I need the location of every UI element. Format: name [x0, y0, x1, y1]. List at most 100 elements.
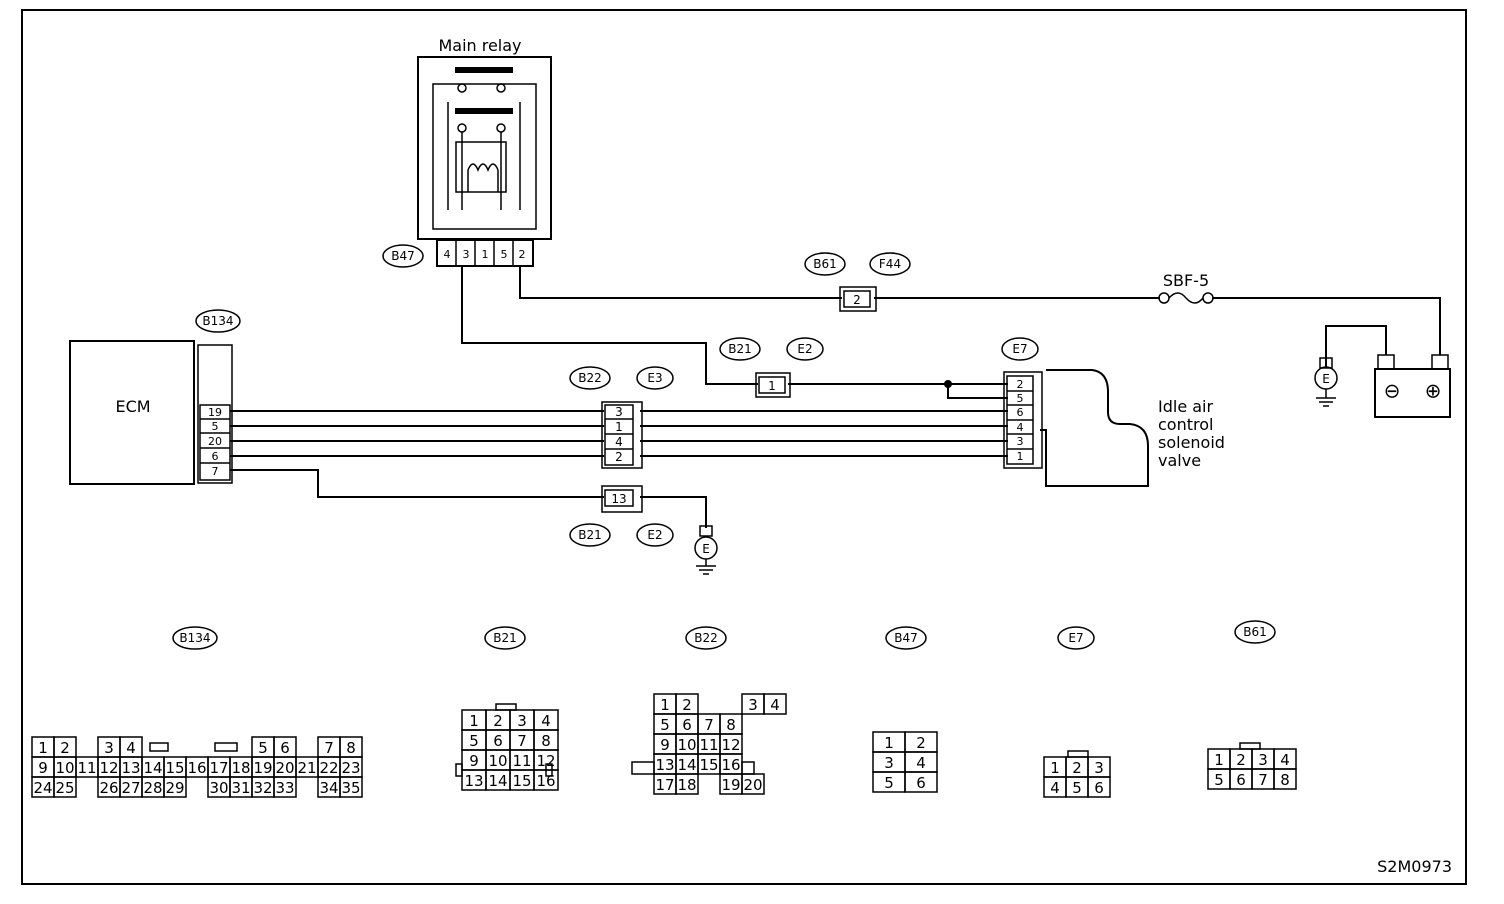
view-b134-pin: 6	[280, 739, 290, 757]
view-b134-cell	[53, 776, 77, 798]
tag-e2: E2	[797, 342, 812, 356]
view-b134-pin: 11	[77, 759, 96, 777]
view-e7-pin: 5	[1072, 779, 1082, 797]
tag-b21: B21	[728, 342, 752, 356]
view-e7-pin: 1	[1050, 759, 1060, 777]
relay-pin: 1	[482, 248, 489, 261]
pin-b21-e2: 1	[768, 379, 776, 393]
view-b47-pin: 1	[884, 734, 894, 752]
view-b134-pin: 19	[253, 759, 272, 777]
view-b22-pin: 3	[748, 696, 758, 714]
view-b22-pin: 17	[655, 776, 674, 794]
view-b22-pin: 14	[677, 756, 696, 774]
pin-b22-e3: 2	[615, 450, 623, 464]
view-b134-pin: 34	[319, 779, 338, 797]
tag-b61: B61	[813, 257, 837, 271]
valve-label-line: Idle air	[1158, 397, 1214, 416]
view-b21-pin: 9	[469, 752, 479, 770]
view-b21-pin: 10	[488, 752, 507, 770]
pin-e7: 3	[1017, 435, 1024, 448]
view-b61-pin: 6	[1236, 771, 1246, 789]
view-b47-pin: 5	[884, 774, 894, 792]
view-b134-pin: 9	[38, 759, 48, 777]
tag-f44: F44	[879, 257, 901, 271]
view-b134-cell	[273, 776, 297, 798]
view-b134-cell	[163, 776, 187, 798]
view-b21-pin: 15	[512, 772, 531, 790]
view-b47-pin: 6	[916, 774, 926, 792]
view-b21-pin: 13	[464, 772, 483, 790]
view-b61-cell	[1273, 768, 1297, 790]
view-b134-pin: 14	[143, 759, 162, 777]
view-b22-pin: 13	[655, 756, 674, 774]
ground-icon	[1314, 357, 1338, 407]
view-b22-pin: 4	[770, 696, 780, 714]
view-b134-pin: 16	[187, 759, 206, 777]
connector-key-tab	[741, 761, 755, 775]
view-b21-pin: 3	[517, 712, 527, 730]
view-b22-pin: 18	[677, 776, 696, 794]
connector-key-tab	[495, 703, 517, 711]
view-b134-pin: 30	[209, 779, 228, 797]
view-b22-pin: 12	[721, 736, 740, 754]
tag-b134: B134	[202, 314, 233, 328]
view-b21-pin: 1	[469, 712, 479, 730]
pin-b22-e3: 4	[615, 435, 623, 449]
wires	[230, 266, 1441, 528]
ecm-label: ECM	[115, 397, 150, 416]
view-b22-pin: 10	[677, 736, 696, 754]
view-tag-b47: B47	[894, 631, 918, 645]
view-b134-pin: 4	[126, 739, 136, 757]
view-b21-pin: 12	[536, 752, 555, 770]
view-b21-pin: 8	[541, 732, 551, 750]
ecm-pin: 20	[208, 435, 222, 448]
view-b61-pin: 1	[1214, 751, 1224, 769]
view-b134-pin: 24	[33, 779, 52, 797]
pin-e7: 5	[1017, 392, 1024, 405]
view-b22-pin: 19	[721, 776, 740, 794]
connector-key-tab	[214, 742, 238, 752]
valve-label-line: valve	[1158, 451, 1201, 470]
view-b134-pin: 20	[275, 759, 294, 777]
view-e7-pin: 3	[1094, 759, 1104, 777]
view-b61-pin: 7	[1258, 771, 1268, 789]
view-b134-pin: 25	[55, 779, 74, 797]
tag-b21-lower: B21	[578, 528, 602, 542]
view-b22-cell	[675, 773, 699, 795]
view-b21-pin: 7	[517, 732, 527, 750]
view-b47-pin: 2	[916, 734, 926, 752]
view-b61-pin: 3	[1258, 751, 1268, 769]
view-b134-pin: 22	[319, 759, 338, 777]
valve-label-line: solenoid	[1158, 433, 1225, 452]
connector-key-tab	[455, 763, 463, 777]
view-tag-b22: B22	[694, 631, 718, 645]
view-e7-cell	[1087, 776, 1111, 798]
view-b134-pin: 18	[231, 759, 250, 777]
view-b134-pin: 28	[143, 779, 162, 797]
view-b134-pin: 26	[99, 779, 118, 797]
view-b134-pin: 31	[231, 779, 250, 797]
pin-b22-e3: 1	[615, 420, 623, 434]
relay-pin: 5	[501, 248, 508, 261]
view-b21-pin: 2	[493, 712, 503, 730]
view-b22-cell	[763, 693, 787, 715]
view-b61-pin: 5	[1214, 771, 1224, 789]
view-tag-b61: B61	[1243, 625, 1267, 639]
view-b134-pin: 17	[209, 759, 228, 777]
view-b134-pin: 2	[60, 739, 70, 757]
view-tag-e7: E7	[1068, 631, 1083, 645]
view-b22-pin: 6	[682, 716, 692, 734]
pin-b61-f44: 2	[853, 293, 861, 307]
main-relay	[417, 56, 552, 267]
tag-b22: B22	[578, 371, 602, 385]
view-tag-b134: B134	[179, 631, 210, 645]
view-b134-pin: 27	[121, 779, 140, 797]
battery	[1325, 325, 1451, 418]
ecm-pin: 19	[208, 406, 222, 419]
view-b61-pin: 2	[1236, 751, 1246, 769]
ecm-pin: 5	[212, 420, 219, 433]
view-b134-pin: 10	[55, 759, 74, 777]
view-b22-pin: 2	[682, 696, 692, 714]
view-b134-pin: 1	[38, 739, 48, 757]
view-b134-pin: 13	[121, 759, 140, 777]
